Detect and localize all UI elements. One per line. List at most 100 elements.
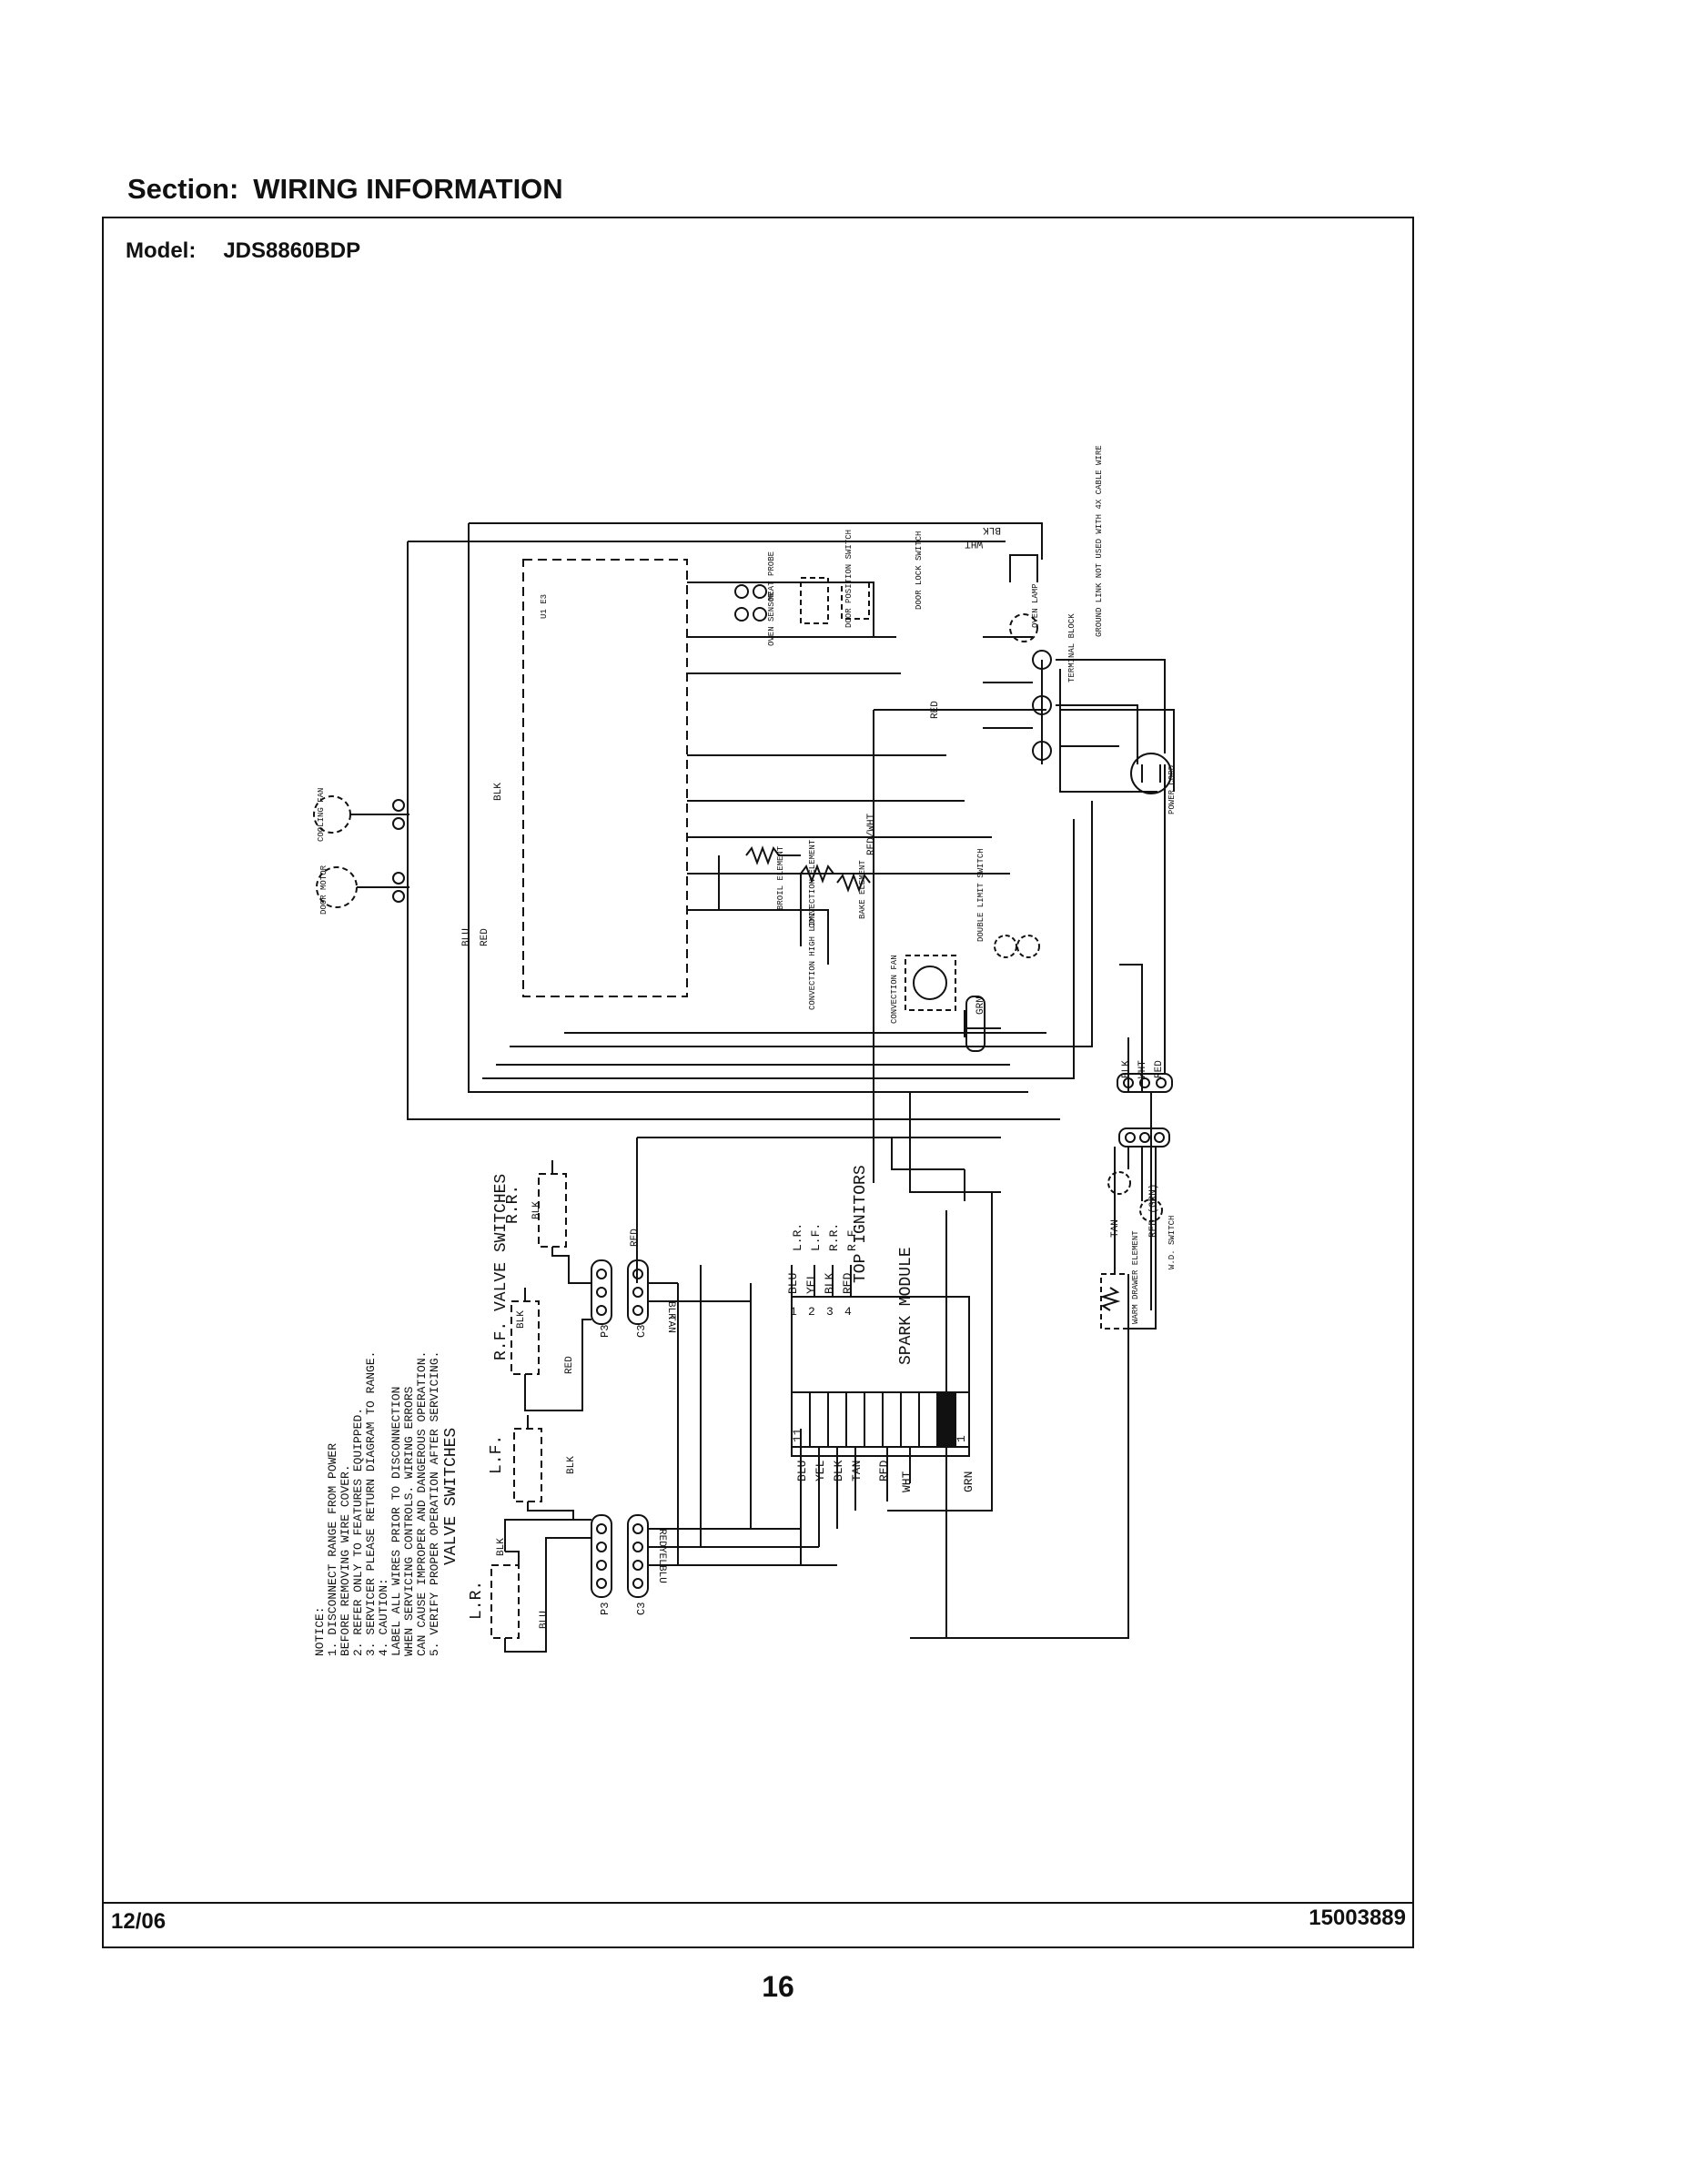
wire-label-blk-c1: BLK [1121,1060,1132,1078]
wire-label-blk-rf: BLK [516,1310,527,1329]
label-double-limit-switch: DOUBLE LIMIT SWITCH [976,848,986,942]
connector-c3-right [627,1259,649,1325]
label-ignitor-lf: L.F. [809,1223,823,1251]
wire-label-blk-board: BLK [493,783,504,801]
ignitor-pin-4: 4 [844,1305,852,1319]
wire-label-red-c3l: RED [656,1529,667,1547]
wire-label-tan-wd: TAN [1110,1219,1121,1238]
connector-p3-left [591,1514,612,1598]
label-terminal-block: TERMINAL BLOCK [1067,613,1076,682]
wire-label-blk-lr: BLK [496,1538,507,1556]
connector-label-p3-left: P3 [599,1603,612,1615]
connector-label-p3-right: P3 [599,1325,612,1338]
section-label: Section: [127,173,239,205]
power-cord-plug [1130,753,1172,794]
section-title: Section: WIRING INFORMATION [127,173,563,206]
bake-element-coil [836,873,871,893]
wire-label-red-wht: RED/WHT [866,813,877,855]
label-oven-sensor: OVEN SENSOR [767,592,776,646]
valve-switch-lr [490,1564,520,1639]
diagram-frame [102,217,1414,1948]
convection-element-coil [800,864,834,884]
notice-line-2: BEFORE REMOVING WIRE COVER. [339,1464,352,1656]
section-value: WIRING INFORMATION [253,173,563,205]
notice-line-1: 1. DISCONNECT RANGE FROM POWER [326,1443,339,1656]
wire-label-blk-c3: BLK [665,1301,676,1320]
module-wire-wht: WHT [900,1471,914,1492]
connector-p4 [965,996,986,1052]
notice-line-4: 3. SERVICER PLEASE RETURN DIAGRAM TO RAN… [364,1351,378,1656]
label-broil-element: BROIL ELEMENT [776,845,785,910]
module-wire-blk: BLK [832,1460,845,1481]
model-label: Model: [126,238,197,263]
wire-label-red-left: RED [480,928,490,946]
module-wire-red: RED [877,1460,891,1481]
notice-line-6: LABEL ALL WIRES PRIOR TO DISCONNECTION [389,1387,403,1656]
convection-fan-box [905,955,956,1011]
label-lr: L.R. [468,1581,486,1620]
label-door-motor: DOOR MOTOR [319,864,329,915]
label-ignitor-lr: L.R. [791,1223,804,1251]
door-lock-switch-box [841,581,870,620]
wire-label-wht-c1: WHT [1137,1060,1148,1078]
wire-label-blk-rr: BLK [531,1201,542,1219]
label-ignitor-rf: R.F. [845,1223,859,1251]
wire-label-blu-lr: BLU [539,1611,550,1629]
ignitor-wire-2: YEL [804,1273,818,1294]
broil-element-coil [745,845,780,865]
label-rr: R.R. [504,1185,522,1224]
connector-c3-left [627,1514,649,1598]
label-convection-fan: CONVECTION FAN [890,955,899,1024]
notice-title: NOTICE: [313,1606,327,1656]
ignitor-pin-1: 1 [790,1305,797,1319]
module-wire-grn: GRN [962,1471,975,1492]
oven-lamp [1009,613,1038,642]
label-cooling-fan: COOLING FAN [317,788,326,842]
spark-module-box [791,1296,970,1457]
label-convection-element: CONVECTION ELEMENT [808,839,817,928]
label-meat-probe: MEAT PROBE [767,551,776,601]
page-number: 16 [762,1970,794,2003]
notice-line-8: CAN CAUSE IMPROPER AND DANGEROUS OPERATI… [415,1351,429,1656]
terminal-block-l1 [1032,650,1052,670]
module-wire-blu: BLU [795,1461,809,1481]
spark-module-terminal [791,1391,970,1448]
valve-switch-lf [513,1428,542,1502]
notice-line-3: 2. REFER ONLY TO FEATURES EQUIPPED. [351,1408,365,1656]
label-valve-switches-left: VALVE SWITCHES [442,1428,460,1565]
notice-line-9: 5. VERIFY PROPER OPERATION AFTER SERVICI… [428,1351,441,1656]
connector-p1 [1118,1127,1170,1148]
control-board [522,559,688,997]
label-power-cord: POWER CORD [1167,765,1177,814]
wire-label-wht-top: WHT [965,538,983,549]
terminal-block-l2 [1032,741,1052,761]
wire-label-grn: GRN [975,996,986,1015]
notice-line-7: WHEN SERVICING CONTROLS. WIRING ERRORS [402,1386,416,1656]
label-lf: L.F. [488,1435,506,1474]
ignitor-wire-1: BLU [786,1273,800,1294]
footer-rule [102,1902,1414,1904]
wire-label-blk-lf: BLK [566,1456,577,1474]
label-convection-high-limit: CONVECTION HIGH LIMIT [808,906,817,1010]
model-value: JDS8860BDP [223,238,361,263]
label-door-lock-switch: DOOR LOCK SWITCH [915,531,924,610]
wire-label-red-grn: RED (GRN) [1148,1184,1159,1238]
footer-date: 12/06 [111,1909,167,1934]
connector-label-c3-right: C3 [635,1325,648,1338]
label-control-ref: U1 E3 [540,594,549,619]
footer-doc-number: 15003889 [1309,1906,1406,1930]
wire-label-yel-c3l: YEL [656,1547,667,1565]
connector-c1 [1117,1073,1173,1093]
model-line: Model: JDS8860BDP [126,238,360,264]
label-bake-element: BAKE ELEMENT [858,860,867,919]
wire-label-red-right: RED [930,701,941,719]
ignitor-wire-4: RED [841,1272,854,1294]
wire-label-blu-left: BLU [461,928,472,946]
notice-block: NOTICE: 1. DISCONNECT RANGE FROM POWER B… [313,1351,441,1656]
module-pin-1: 1 [955,1435,968,1442]
module-wire-yel: YEL [814,1461,827,1481]
connector-label-c3-left: C3 [635,1603,648,1615]
door-position-switch-box [800,577,829,624]
ignitor-wire-3: BLK [823,1272,836,1294]
